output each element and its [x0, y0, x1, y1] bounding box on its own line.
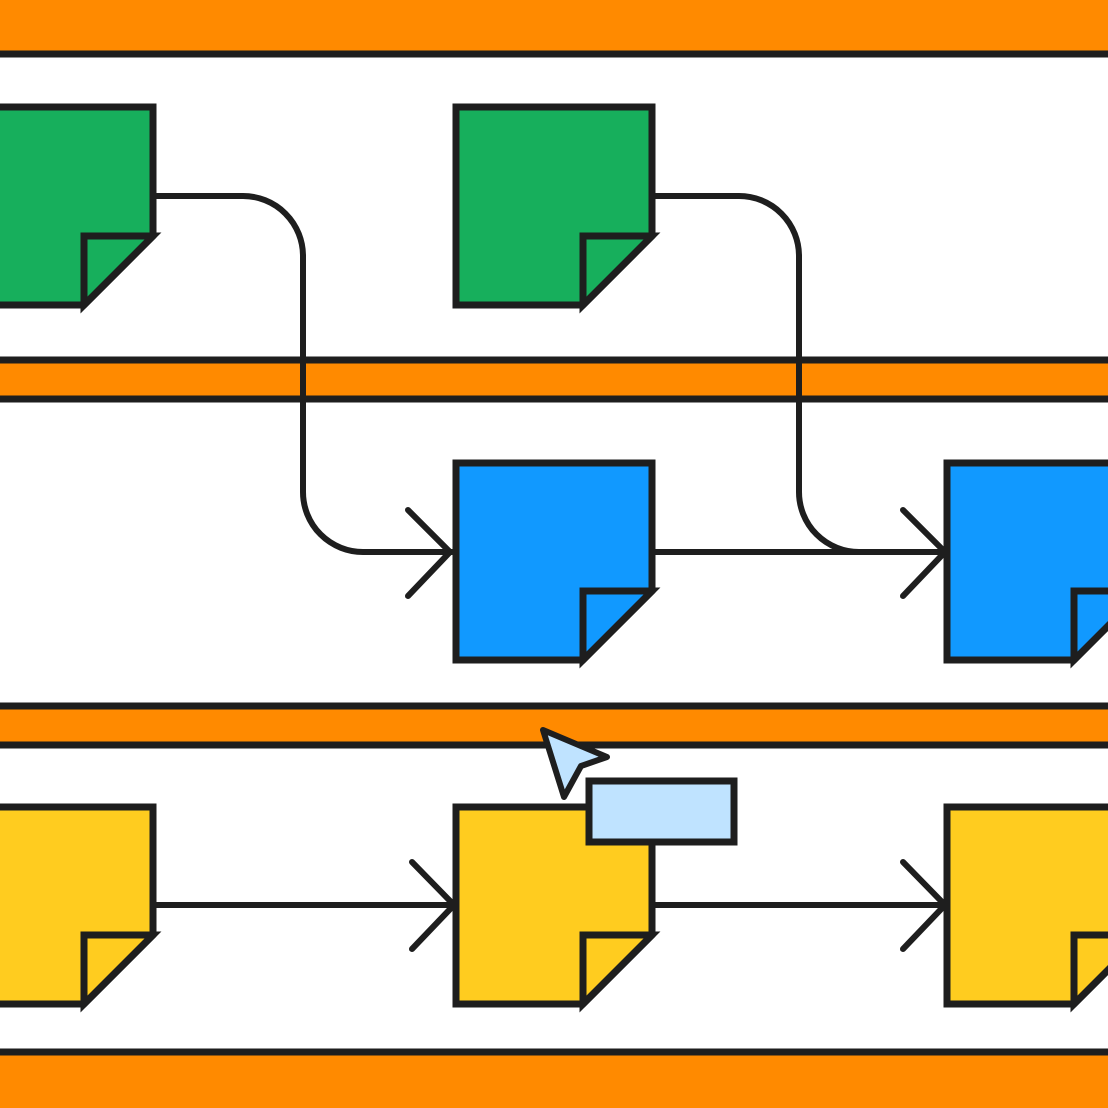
pointer-cursor-icon	[540, 727, 610, 800]
lane-band-bottom	[0, 1048, 1108, 1108]
arrowhead-blue1	[405, 507, 453, 599]
green-note-2[interactable]	[452, 103, 661, 314]
yellow-note-1[interactable]	[0, 803, 162, 1013]
green-note-1[interactable]	[0, 103, 162, 314]
blue-note-2[interactable]	[943, 459, 1108, 669]
lane-band-1	[0, 356, 1108, 403]
cursor-name-tag	[585, 777, 738, 846]
connector-green2-to-blue2[interactable]	[649, 193, 947, 555]
yellow-note-2[interactable]	[452, 803, 661, 1013]
connectors	[150, 193, 948, 952]
collaborator-cursor	[540, 727, 738, 846]
connector-green1-to-blue1[interactable]	[150, 193, 455, 555]
sticky-notes	[0, 103, 1108, 1013]
yellow-note-3[interactable]	[943, 803, 1108, 1013]
blue-note-1[interactable]	[452, 459, 661, 669]
lane-band-top	[0, 0, 1108, 58]
